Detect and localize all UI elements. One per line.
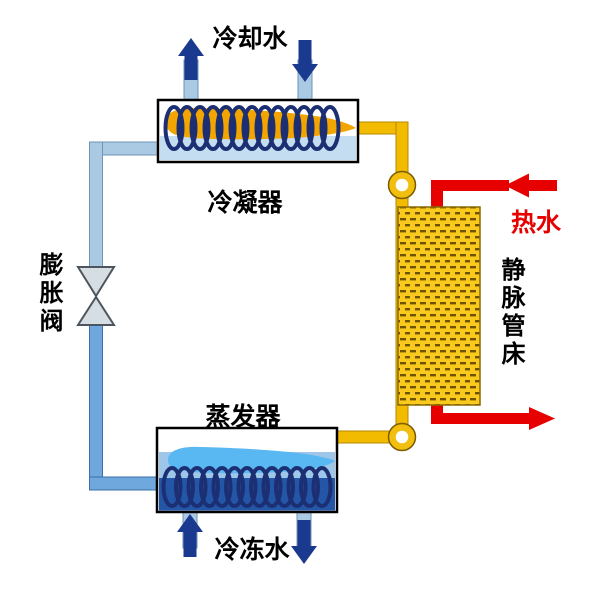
condenser (156, 98, 360, 164)
pump-top-icon (387, 170, 417, 200)
hot-water-outlet-arrow-icon (501, 407, 555, 430)
expansion-valve-label: 膨胀阀 (35, 252, 62, 336)
evaporator-coil (161, 466, 333, 508)
condenser-coil (163, 105, 341, 151)
chilled-water-out-arrow-icon (177, 514, 203, 557)
condenser-label: 冷凝器 (207, 189, 283, 217)
expansion-valve (76, 266, 116, 326)
hot-water-inlet-arrow-icon (505, 173, 557, 198)
hot-water-outlet-pipe (431, 413, 503, 424)
vein-tube-bed-label: 静脉管床 (497, 257, 524, 369)
chilled-water-label: 冷冻水 (214, 536, 290, 564)
pump-bottom-icon (387, 422, 417, 452)
water-flow-arrows (177, 38, 318, 564)
valve-to-evaporator-pipe (89, 321, 159, 491)
hot-water-label: 热水 (511, 209, 562, 237)
vein-tube-bed (397, 206, 481, 406)
cooling-water-out-arrow-icon (178, 38, 204, 80)
evaporator (155, 426, 339, 514)
cooling-water-in-arrow-icon (292, 40, 318, 82)
condenser-to-valve-pipe-vertical (89, 141, 103, 271)
chilled-water-in-arrow-icon (291, 520, 317, 564)
expansion-valve-bottom (76, 295, 116, 326)
pumps (387, 170, 417, 452)
cooling-water-label: 冷却水 (212, 25, 288, 53)
expansion-valve-top (76, 266, 116, 298)
evaporator-label: 蒸发器 (205, 403, 281, 431)
hot-water-inlet-pipe (431, 180, 509, 191)
